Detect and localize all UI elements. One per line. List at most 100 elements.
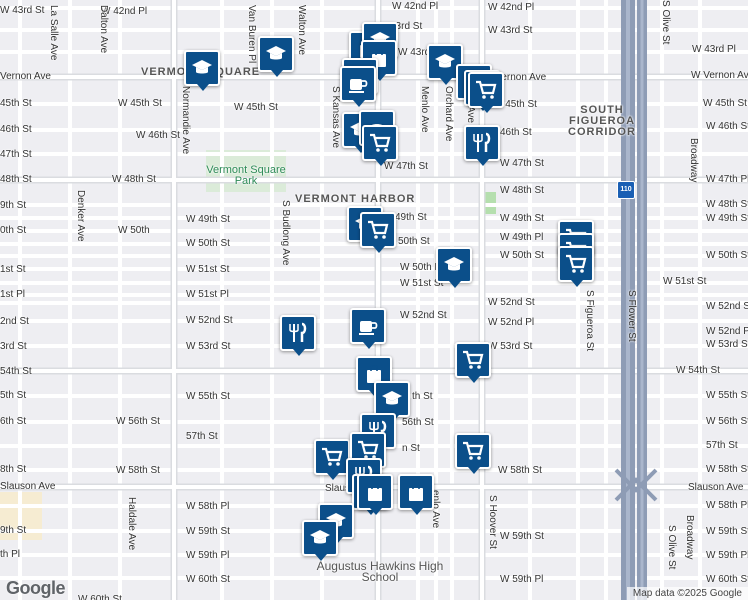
street-label: W 47th St: [384, 161, 428, 172]
street-label: 6th St: [0, 416, 27, 427]
street-label: W 49th St: [706, 213, 748, 224]
street-label: 5th St: [0, 390, 27, 401]
street-label: 1st St: [0, 264, 26, 275]
grocery-marker[interactable]: [558, 246, 594, 287]
street-label: W 52nd St: [488, 297, 535, 308]
map-attribution[interactable]: Map data ©2025 Google: [626, 587, 748, 600]
street-label: W 47th St: [500, 158, 544, 169]
school-label: Augustus Hawkins High School: [316, 559, 444, 584]
restaurant-icon: [473, 132, 491, 152]
store-icon: [367, 364, 381, 383]
street-label: W 48th St: [706, 199, 748, 210]
grocery-marker[interactable]: [455, 433, 491, 474]
restaurant-marker[interactable]: [280, 315, 316, 356]
street-label: Slauson Ave: [0, 481, 56, 492]
street-label: Van Buren Pl: [246, 5, 257, 64]
street-label: 45th St: [0, 98, 32, 109]
street-label: W 43rd Pl: [692, 44, 736, 55]
street-label: W 58th Pl: [186, 501, 230, 512]
street-label: 57th St: [186, 431, 218, 442]
street-label: W 58th St: [116, 465, 160, 476]
school-icon: [310, 530, 330, 544]
street-label: Walton Ave: [296, 5, 307, 56]
school-marker[interactable]: [184, 50, 220, 91]
street-label: W 49th St: [186, 214, 230, 225]
street-label: Broadway: [688, 138, 699, 183]
street-label: 54th St: [0, 366, 32, 377]
school-icon: [192, 60, 212, 74]
street-label: W 53rd St: [706, 339, 748, 350]
cafe-marker[interactable]: [340, 66, 376, 107]
street-label: S Flower St: [626, 290, 637, 342]
neighborhood-south-figueroa-corridor: SOUTH FIGUEROA CORRIDOR: [568, 104, 636, 138]
street-label: Vernon Ave: [0, 71, 51, 82]
school-marker[interactable]: [258, 36, 294, 77]
street-label: W 46th St: [136, 130, 180, 141]
neighborhood-vermont-harbor: VERMONT HARBOR: [295, 193, 416, 205]
street-label: W Vernon Ave: [691, 70, 748, 81]
street-label: W 58th St: [706, 464, 748, 475]
grocery-icon: [476, 80, 497, 99]
street-label: W 45th St: [234, 102, 278, 113]
store-icon: [409, 482, 423, 501]
street-label: W 59th St: [706, 526, 748, 537]
street-label: W 42nd Pl: [392, 1, 439, 12]
street-label: W 56th St: [706, 416, 748, 427]
street-label: W 54th St: [676, 365, 720, 376]
street-label: 46th St: [500, 127, 532, 138]
street-label: Dalton Ave: [98, 5, 109, 54]
street-label: 0th St: [0, 225, 27, 236]
street-label: W 55th St: [186, 391, 230, 402]
street-label: W 45th St: [118, 98, 162, 109]
street-label: W 59th St: [186, 526, 230, 537]
street-label: W 51st St: [400, 278, 444, 289]
restaurant-marker[interactable]: [464, 125, 500, 166]
street-label: W 52nd Pl: [488, 317, 535, 328]
street-label: W 59th St: [500, 531, 544, 542]
street-label: W 43rd Pl: [398, 47, 442, 58]
cafe-marker[interactable]: [350, 308, 386, 349]
street-label: 43rd St: [390, 21, 423, 32]
grocery-icon: [358, 440, 379, 459]
street-label: Orchard Ave: [443, 86, 454, 142]
grocery-marker[interactable]: [455, 342, 491, 383]
street-label: W 43rd St: [488, 25, 533, 36]
grocery-marker[interactable]: [314, 439, 350, 480]
freeway-110: [614, 0, 658, 600]
street-label: th Pl: [0, 549, 21, 560]
street-label: La Salle Ave: [48, 5, 59, 61]
school-marker[interactable]: [302, 520, 338, 561]
store-marker[interactable]: [357, 474, 393, 515]
street-label: W 45th St: [703, 98, 747, 109]
google-logo: Google: [6, 578, 66, 598]
street-label: 48th St: [0, 174, 32, 185]
store-marker[interactable]: [398, 474, 434, 515]
street-label: W 47th Pl: [706, 174, 748, 185]
school-icon: [444, 257, 464, 271]
street-label: Menlo Ave: [419, 86, 430, 133]
street-label: W 42nd Pl: [101, 6, 148, 17]
grocery-icon: [368, 220, 389, 239]
grocery-marker[interactable]: [468, 72, 504, 113]
street-label: 2nd St: [0, 316, 29, 327]
grocery-marker[interactable]: [360, 212, 396, 253]
street-label: W 49th Pl: [500, 232, 544, 243]
grocery-marker[interactable]: [362, 125, 398, 166]
street-label: W 58th Pl: [706, 500, 748, 511]
street-label: S Hoover St: [487, 495, 498, 549]
street-label: W 53rd St: [186, 341, 231, 352]
street-label: W 59th Pl: [500, 574, 544, 585]
grocery-icon: [566, 254, 587, 273]
street-label: W 49th St: [500, 213, 544, 224]
street-label: W 60th St: [186, 574, 230, 585]
restaurant-icon: [289, 322, 307, 342]
street-label: 50th St: [398, 236, 430, 247]
street-label: 57th St: [706, 440, 738, 451]
street-label: W 52nd St: [706, 301, 748, 312]
street-label: W 60th St: [78, 594, 122, 600]
school-marker[interactable]: [436, 247, 472, 288]
street-label: Slauson Ave: [688, 482, 744, 493]
school-marker[interactable]: [374, 381, 410, 422]
street-label: W 52nd St: [186, 315, 233, 326]
